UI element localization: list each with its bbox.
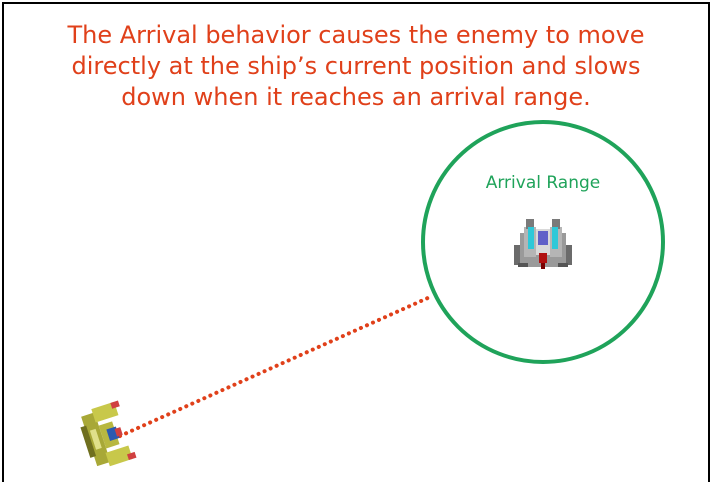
- arrival-range-label: Arrival Range: [486, 173, 601, 193]
- pursuit-path: [118, 295, 432, 438]
- caption-line-3: down when it reaches an arrival range.: [121, 83, 591, 111]
- enemy-ship-icon: [80, 400, 137, 467]
- diagram-caption: The Arrival behavior causes the enemy to…: [4, 20, 708, 113]
- player-ship-icon: [514, 219, 572, 269]
- diagram-scene: Arrival Range: [80, 120, 665, 467]
- arrival-range-circle: [421, 120, 665, 364]
- caption-line-2: directly at the ship’s current position …: [71, 52, 641, 80]
- caption-line-1: The Arrival behavior causes the enemy to…: [67, 21, 645, 49]
